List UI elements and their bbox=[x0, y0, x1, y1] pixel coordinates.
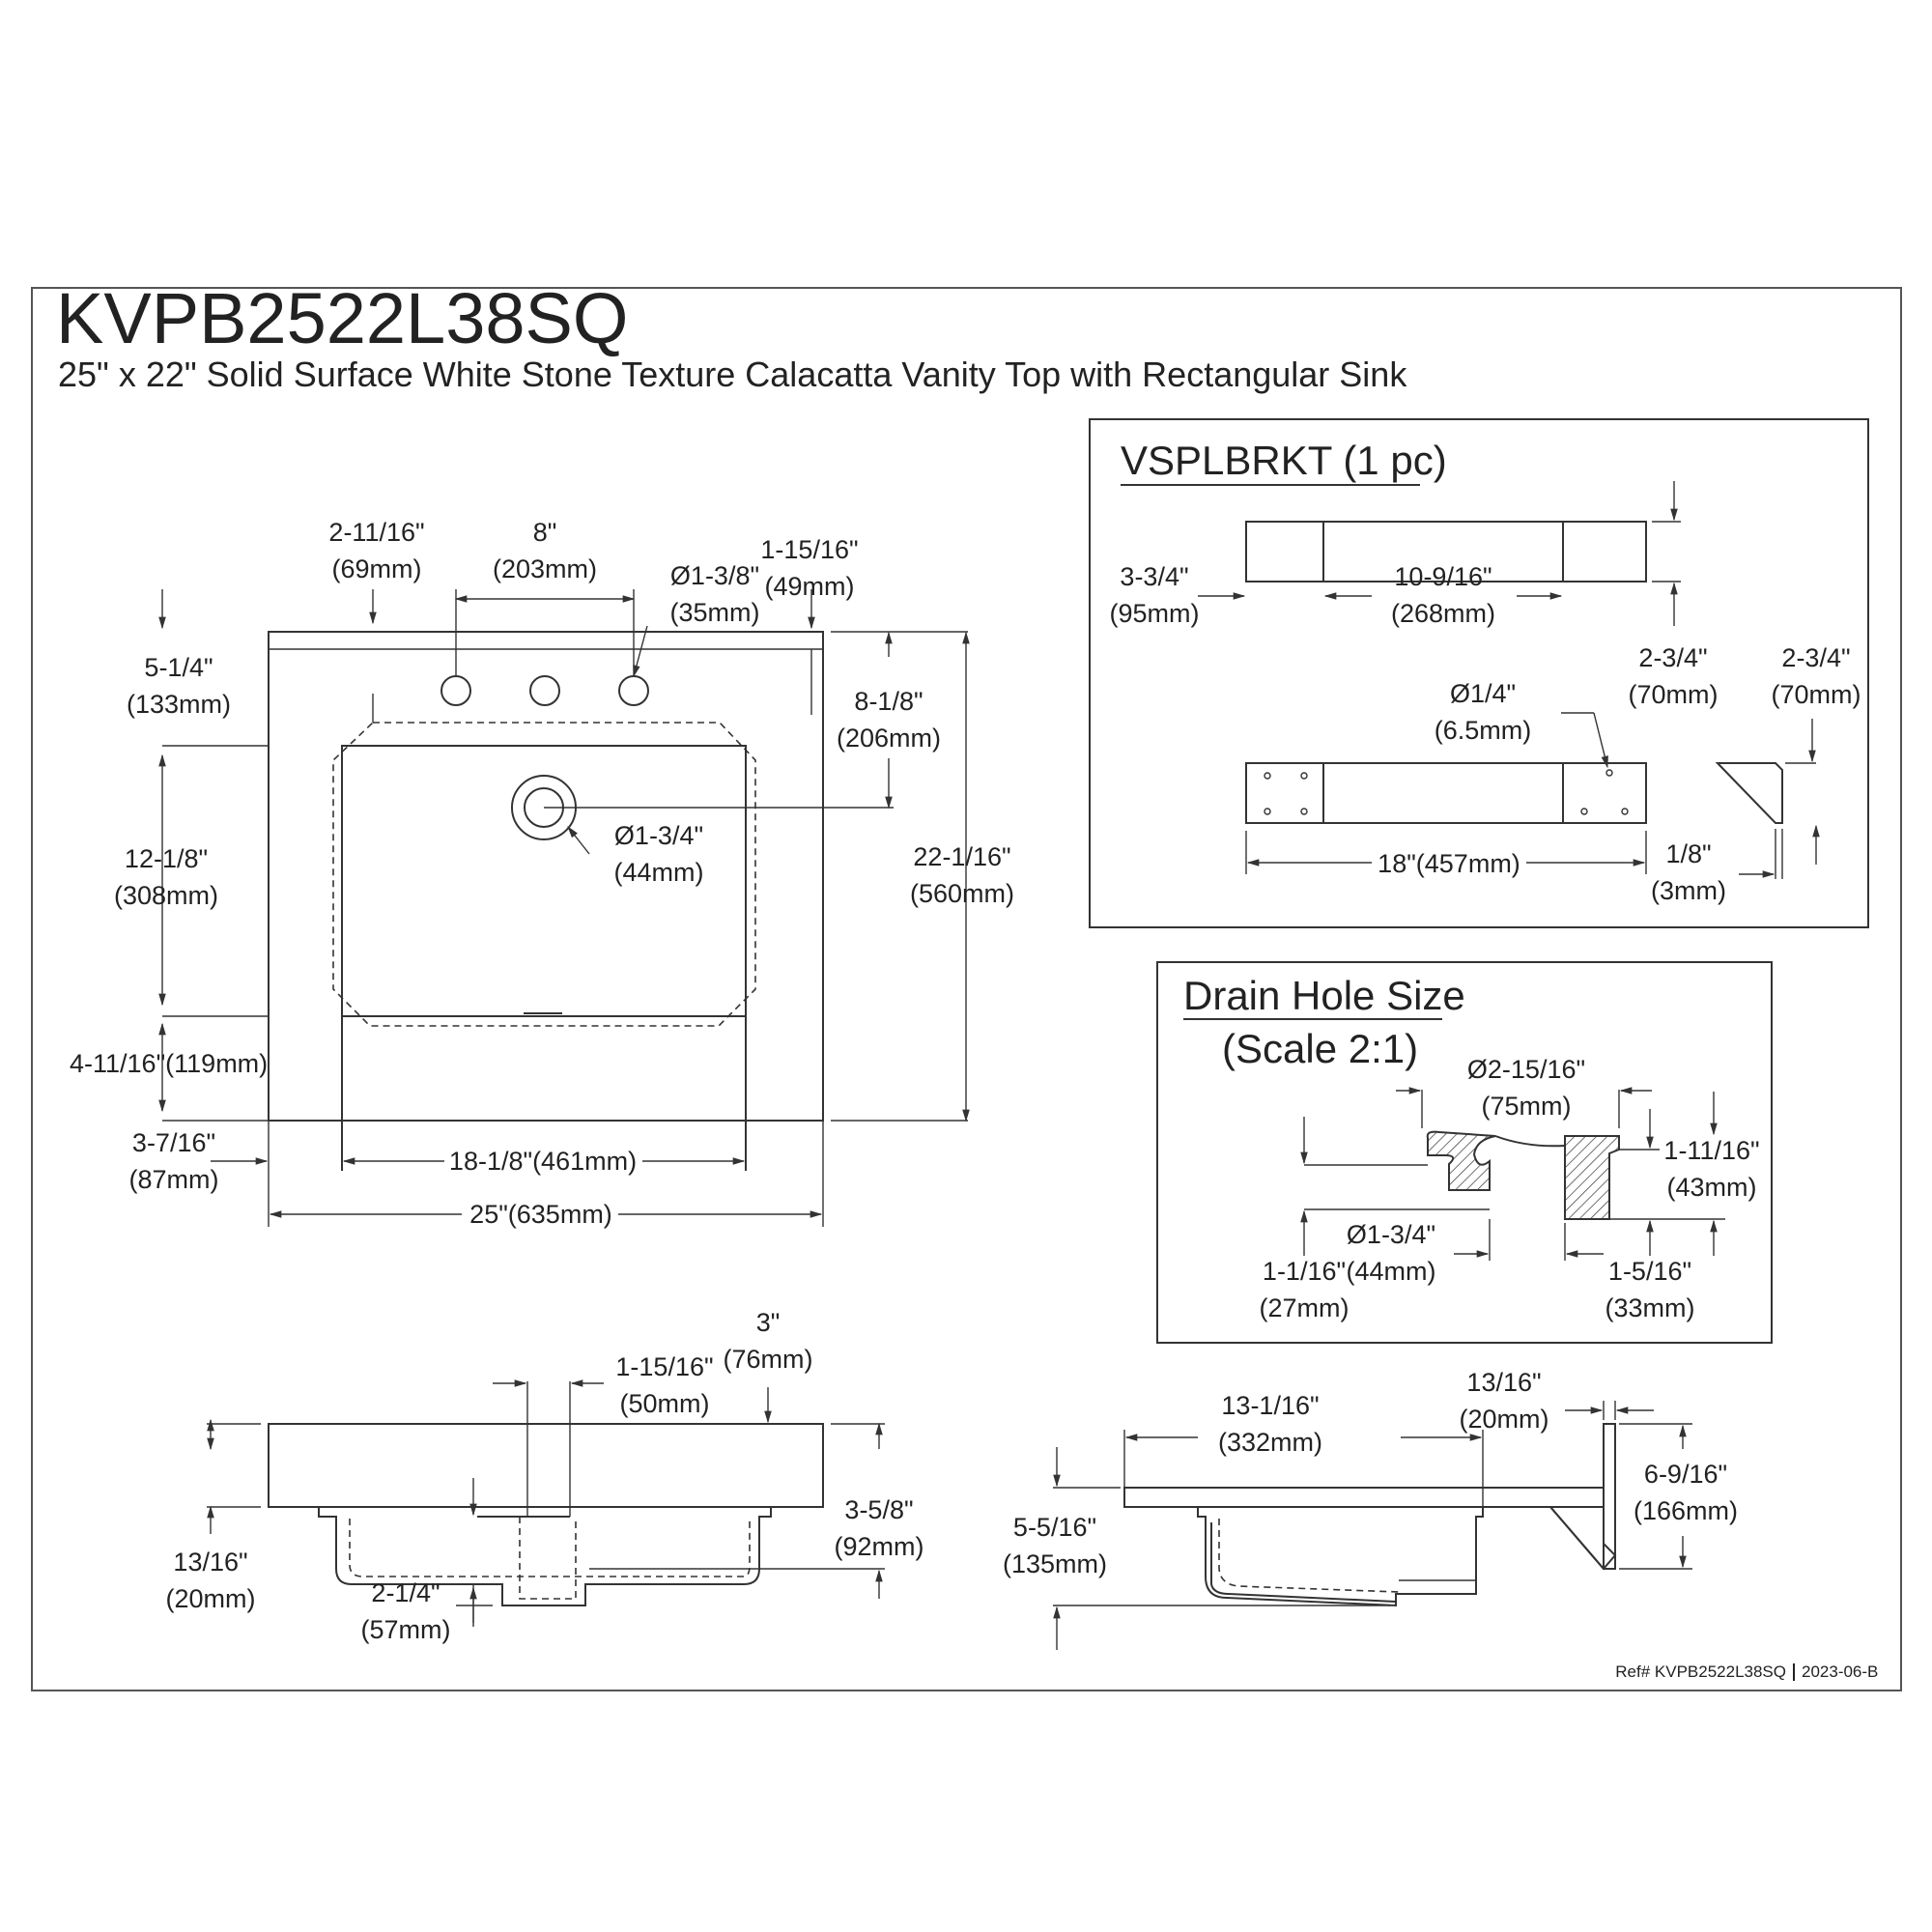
faucet-hole-center bbox=[529, 675, 560, 706]
bracket-dim-2-3-4-a-in: 2-3/4" bbox=[1638, 643, 1707, 672]
dim-22-1-16-mm: (560mm) bbox=[910, 879, 1014, 908]
front-view: 3" (76mm) 1-15/16" (50mm) 13/16" (20mm) … bbox=[166, 1308, 924, 1644]
side-dim-13-16-in: 13/16" bbox=[1466, 1368, 1541, 1397]
dim-12-1-8-in: 12-1/8" bbox=[125, 844, 208, 873]
faucet-hole-left bbox=[440, 675, 471, 706]
side-view: 13-1/16" (332mm) 13/16" (20mm) 6-9/16" (… bbox=[1003, 1368, 1738, 1650]
dim-1-15-16-in: 1-15/16" bbox=[760, 535, 858, 564]
product-description: 25" x 22" Solid Surface White Stone Text… bbox=[58, 355, 1407, 394]
dim-25: 25"(635mm) bbox=[469, 1200, 612, 1229]
dim-8-in: 8" bbox=[533, 518, 557, 547]
dim-1-15-16-mm: (49mm) bbox=[765, 572, 855, 601]
faucet-hole-right bbox=[618, 675, 649, 706]
front-dim-13-16-mm: (20mm) bbox=[166, 1584, 256, 1613]
bracket-dim-1-4-mm: (6.5mm) bbox=[1435, 716, 1532, 745]
dim-drain-in: Ø1-3/4" bbox=[614, 821, 703, 850]
drain-dim-1-3-4-mm: (44mm) bbox=[1347, 1257, 1436, 1286]
front-dim-3-5-8-mm: (92mm) bbox=[835, 1532, 924, 1561]
front-dim-3-5-8-in: 3-5/8" bbox=[844, 1495, 913, 1524]
bracket-dim-2-3-4-b-in: 2-3/4" bbox=[1781, 643, 1850, 672]
drain-title: Drain Hole Size bbox=[1183, 973, 1465, 1018]
drain-dim-1-5-16-in: 1-5/16" bbox=[1608, 1257, 1691, 1286]
dim-hole-in: Ø1-3/8" bbox=[670, 561, 759, 590]
drain-dim-1-1-16-mm: (27mm) bbox=[1260, 1293, 1350, 1322]
drain-dim-1-11-16-in: 1-11/16" bbox=[1663, 1136, 1759, 1165]
dim-2-11-16-in: 2-11/16" bbox=[328, 518, 424, 547]
dim-5-1-4-mm: (133mm) bbox=[127, 690, 231, 719]
dim-3-7-16-in: 3-7/16" bbox=[132, 1128, 215, 1157]
sheet-border bbox=[31, 287, 1902, 1691]
bracket-dim-10-9-16-mm: (268mm) bbox=[1391, 599, 1495, 628]
dim-8-mm: (203mm) bbox=[493, 554, 597, 583]
drain-flange-left bbox=[1426, 1130, 1496, 1191]
drain-dim-2-15-16-in: Ø2-15/16" bbox=[1467, 1055, 1585, 1084]
side-dim-5-5-16-in: 5-5/16" bbox=[1013, 1513, 1096, 1542]
dim-18-1-8: 18-1/8"(461mm) bbox=[449, 1147, 637, 1176]
footer-ref: Ref# KVPB2522L38SQ bbox=[1615, 1662, 1786, 1681]
bracket-dim-3-3-4-in: 3-3/4" bbox=[1120, 562, 1188, 591]
drain-dim-1-5-16-mm: (33mm) bbox=[1605, 1293, 1695, 1322]
side-dim-13-1-16-in: 13-1/16" bbox=[1221, 1391, 1319, 1420]
drain-dim-1-11-16-mm: (43mm) bbox=[1667, 1173, 1757, 1202]
dim-22-1-16-in: 22-1/16" bbox=[913, 842, 1010, 871]
bracket-dim-1-4-in: Ø1/4" bbox=[1450, 679, 1516, 708]
bracket-dim-1-8-in: 1/8" bbox=[1665, 839, 1711, 868]
dim-8-1-8-mm: (206mm) bbox=[837, 724, 941, 753]
front-dim-13-16-in: 13/16" bbox=[173, 1548, 247, 1577]
drain-panel: Drain Hole Size (Scale 2:1) Ø2-15/16" (7… bbox=[1156, 961, 1773, 1344]
dim-hole-mm: (35mm) bbox=[670, 598, 760, 627]
side-dim-5-5-16-mm: (135mm) bbox=[1003, 1549, 1107, 1578]
front-dim-3-in: 3" bbox=[756, 1308, 781, 1337]
bracket-title: VSPLBRKT (1 pc) bbox=[1121, 438, 1447, 483]
side-dim-13-16-mm: (20mm) bbox=[1460, 1405, 1549, 1434]
dim-4-11-16: 4-11/16"(119mm) bbox=[70, 1049, 268, 1078]
drain-dim-1-1-16-in: 1-1/16" bbox=[1263, 1257, 1346, 1286]
drain-flange-right bbox=[1564, 1135, 1620, 1220]
dim-8-1-8-in: 8-1/8" bbox=[854, 687, 923, 716]
drain-dim-1-3-4-in: Ø1-3/4" bbox=[1347, 1220, 1435, 1249]
top-view: 2-11/16" (69mm) 8" (203mm) Ø1-3/8" (35mm… bbox=[70, 518, 1014, 1229]
side-dim-6-9-16-mm: (166mm) bbox=[1634, 1496, 1738, 1525]
dim-12-1-8-mm: (308mm) bbox=[114, 881, 218, 910]
dim-2-11-16-mm: (69mm) bbox=[332, 554, 422, 583]
dim-drain-mm: (44mm) bbox=[614, 858, 704, 887]
dim-5-1-4-in: 5-1/4" bbox=[144, 653, 213, 682]
front-dim-1-15-16-in: 1-15/16" bbox=[615, 1352, 713, 1381]
side-dim-13-1-16-mm: (332mm) bbox=[1218, 1428, 1322, 1457]
bracket-dim-2-3-4-a-mm: (70mm) bbox=[1629, 680, 1719, 709]
front-dim-1-15-16-mm: (50mm) bbox=[620, 1389, 710, 1418]
front-dim-2-1-4-in: 2-1/4" bbox=[371, 1578, 440, 1607]
bracket-dim-3-3-4-mm: (95mm) bbox=[1110, 599, 1200, 628]
bracket-dim-1-8-mm: (3mm) bbox=[1651, 876, 1726, 905]
bracket-dim-10-9-16-in: 10-9/16" bbox=[1394, 562, 1492, 591]
drain-scale: (Scale 2:1) bbox=[1222, 1026, 1418, 1071]
bracket-panel: VSPLBRKT (1 pc) 3-3/4" (95mm) 10-9/16" (… bbox=[1089, 418, 1869, 928]
bracket-dim-2-3-4-b-mm: (70mm) bbox=[1772, 680, 1861, 709]
model-title: KVPB2522L38SQ bbox=[56, 278, 628, 358]
footer-date: 2023-06-B bbox=[1802, 1662, 1878, 1681]
front-dim-2-1-4-mm: (57mm) bbox=[361, 1615, 451, 1644]
dim-3-7-16-mm: (87mm) bbox=[129, 1165, 219, 1194]
side-dim-6-9-16-in: 6-9/16" bbox=[1644, 1460, 1727, 1489]
front-dim-3-mm: (76mm) bbox=[724, 1345, 813, 1374]
bracket-dim-18: 18"(457mm) bbox=[1378, 849, 1520, 878]
drain-dim-2-15-16-mm: (75mm) bbox=[1482, 1092, 1572, 1121]
